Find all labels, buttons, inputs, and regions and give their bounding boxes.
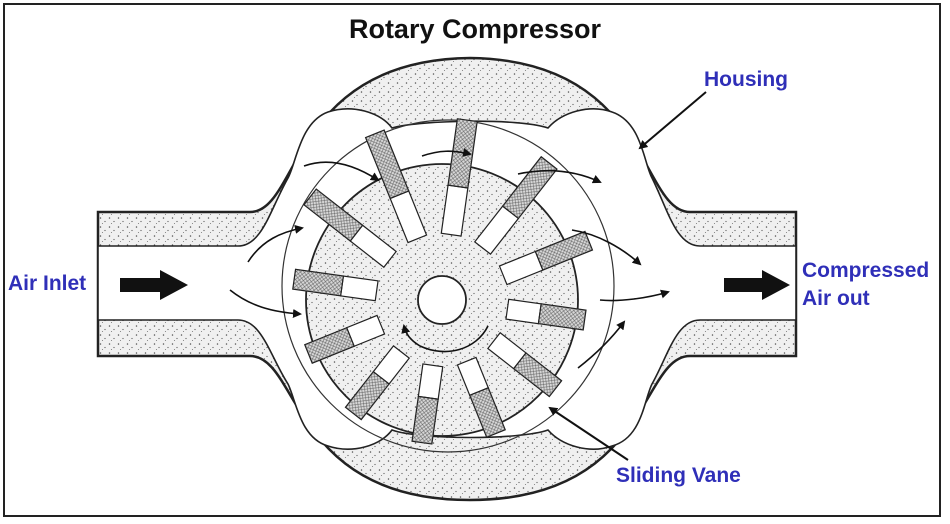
- flow-arrow: [247, 224, 304, 263]
- sliding-vanes: [292, 118, 594, 445]
- sliding-vane: [456, 356, 506, 439]
- air-inlet-label: Air Inlet: [8, 272, 87, 295]
- flow-arrow: [599, 289, 670, 302]
- flow-arrow: [577, 320, 626, 369]
- outlet-arrow: [724, 270, 790, 300]
- leader-arrows: [548, 91, 707, 461]
- leader-arrow: [548, 406, 629, 461]
- rotation-arrow: [401, 324, 489, 353]
- air-flow-arrows: [229, 148, 670, 369]
- leader-arrow: [638, 91, 707, 150]
- sliding-vane-label: Sliding Vane: [616, 464, 741, 487]
- sliding-vane: [411, 363, 444, 445]
- inlet-arrow: [120, 270, 188, 300]
- sliding-vane: [303, 188, 397, 269]
- sliding-vane: [364, 129, 428, 244]
- outlet-label-line1: Compressed: [802, 259, 930, 282]
- flow-arrow: [517, 169, 602, 184]
- sliding-vane: [344, 345, 411, 421]
- flow-arrow: [229, 289, 302, 318]
- sliding-vane: [487, 331, 563, 398]
- sliding-vane: [473, 155, 558, 255]
- flow-arrow: [421, 148, 472, 157]
- shaft: [417, 275, 467, 325]
- sliding-vane: [292, 268, 379, 302]
- sliding-vane: [498, 230, 594, 286]
- sliding-vane: [303, 314, 386, 364]
- flow-arrow: [303, 161, 380, 182]
- sliding-vane: [505, 298, 587, 331]
- outlet-label-line2: Air out: [802, 287, 870, 310]
- diagram-title: Rotary Compressor: [348, 14, 602, 44]
- stator-ring: [281, 119, 615, 453]
- flow-arrow: [571, 229, 642, 266]
- housing-label: Housing: [704, 68, 788, 91]
